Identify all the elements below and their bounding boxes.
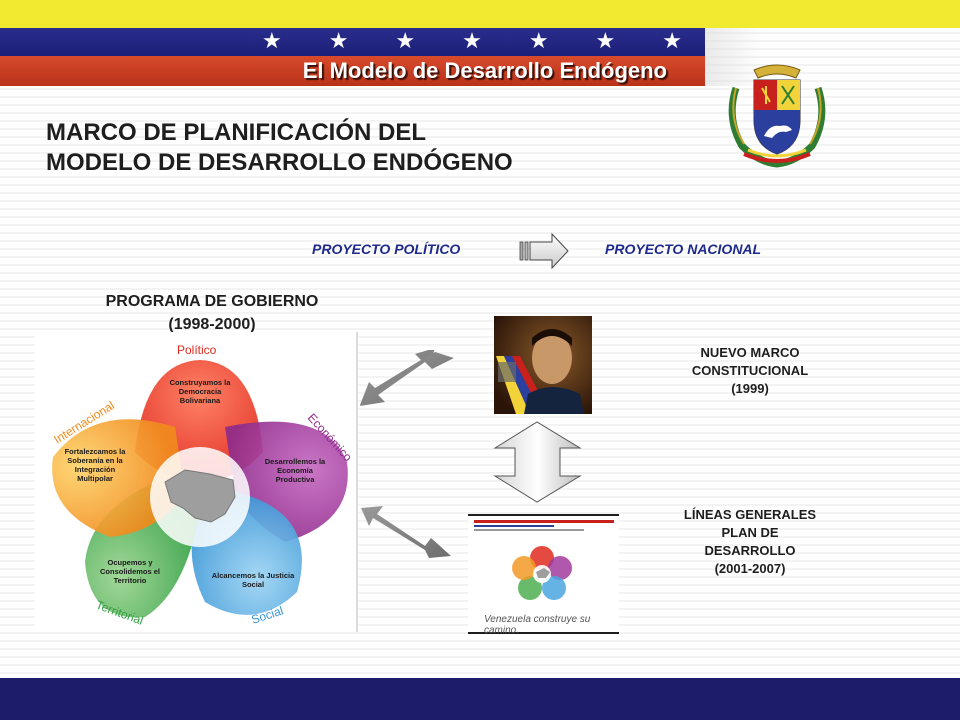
star-icon: ★	[395, 28, 416, 53]
programa-title-line: (1998-2000)	[168, 316, 256, 333]
page-title: MARCO DE PLANIFICACIÓN DEL MODELO DE DES…	[46, 118, 666, 178]
programa-title-line: PROGRAMA DE GOBIERNO	[105, 293, 319, 310]
petal-text: Social	[242, 580, 264, 589]
double-arrow-icon	[360, 350, 454, 406]
petal-text: Productiva	[276, 475, 316, 484]
header-red-band	[0, 56, 705, 86]
petal-text: Soberanía en la	[67, 456, 123, 465]
page-title-line: MODELO DE DESARROLLO ENDÓGENO	[46, 149, 513, 176]
divider	[356, 332, 358, 632]
bolivar-portrait-image	[494, 316, 592, 414]
page-title-line: MARCO DE PLANIFICACIÓN DEL	[46, 119, 426, 146]
proyecto-politico-label: PROYECTO POLÍTICO	[312, 241, 461, 257]
nuevo-marco-line: NUEVO MARCO	[700, 345, 800, 360]
nuevo-marco-label: NUEVO MARCO CONSTITUCIONAL (1999)	[660, 344, 840, 398]
petal-text: Desarrollemos la	[265, 457, 326, 466]
nuevo-marco-line: (1999)	[731, 381, 769, 396]
petal-text: Economía	[277, 466, 314, 475]
venezuela-map-icon	[164, 469, 236, 523]
vertical-double-arrow-icon	[493, 421, 582, 503]
plan-cover-image: Venezuela construye su camino.	[468, 514, 619, 636]
lineas-line: (2001-2007)	[714, 561, 786, 576]
star-row: ★ ★ ★ ★ ★ ★ ★	[262, 29, 682, 53]
header-fade	[705, 28, 765, 86]
double-arrow-icon	[361, 506, 451, 558]
star-icon: ★	[662, 28, 682, 53]
petal-text: Ocupemos y	[107, 558, 153, 567]
petal-text: Territorio	[114, 576, 147, 585]
petal-text: Integración	[75, 465, 116, 474]
star-icon: ★	[462, 28, 482, 53]
lineas-generales-label: LÍNEAS GENERALES PLAN DE DESARROLLO (200…	[655, 506, 845, 578]
header-title: El Modelo de Desarrollo Endógeno	[302, 58, 667, 83]
coat-of-arms-icon	[728, 64, 826, 168]
petal-text: Democracia	[179, 387, 222, 396]
petal-text: Multipolar	[77, 474, 113, 483]
right-arrow-icon	[519, 232, 569, 270]
proyecto-nacional-label: PROYECTO NACIONAL	[605, 241, 762, 257]
petal-text: Construyamos la	[170, 378, 232, 387]
star-icon: ★	[328, 28, 349, 53]
footer-band	[0, 678, 960, 720]
header-blue-band	[0, 28, 705, 56]
lineas-line: PLAN DE	[721, 525, 779, 540]
star-icon: ★	[528, 28, 549, 53]
petal-label-politico: Político	[177, 343, 217, 357]
connector-arrows	[360, 350, 582, 558]
nuevo-marco-line: CONSTITUCIONAL	[691, 363, 809, 378]
lineas-line: DESARROLLO	[704, 543, 796, 558]
petal-text: Alcancemos la Justicia	[212, 571, 295, 580]
programa-gobierno-title: PROGRAMA DE GOBIERNO (1998-2000)	[62, 290, 362, 336]
star-icon: ★	[595, 28, 616, 53]
petal-text: Bolivariana	[180, 396, 221, 405]
star-icon: ★	[262, 28, 282, 53]
plan-cover-caption: Venezuela construye su camino.	[484, 614, 591, 636]
petal-text: Fortalezcamos la	[65, 447, 127, 456]
petal-text: Consolidemos el	[100, 567, 160, 576]
header-yellow-band	[0, 0, 960, 28]
plan-cover-art	[474, 520, 614, 600]
lineas-line: LÍNEAS GENERALES	[683, 507, 817, 522]
